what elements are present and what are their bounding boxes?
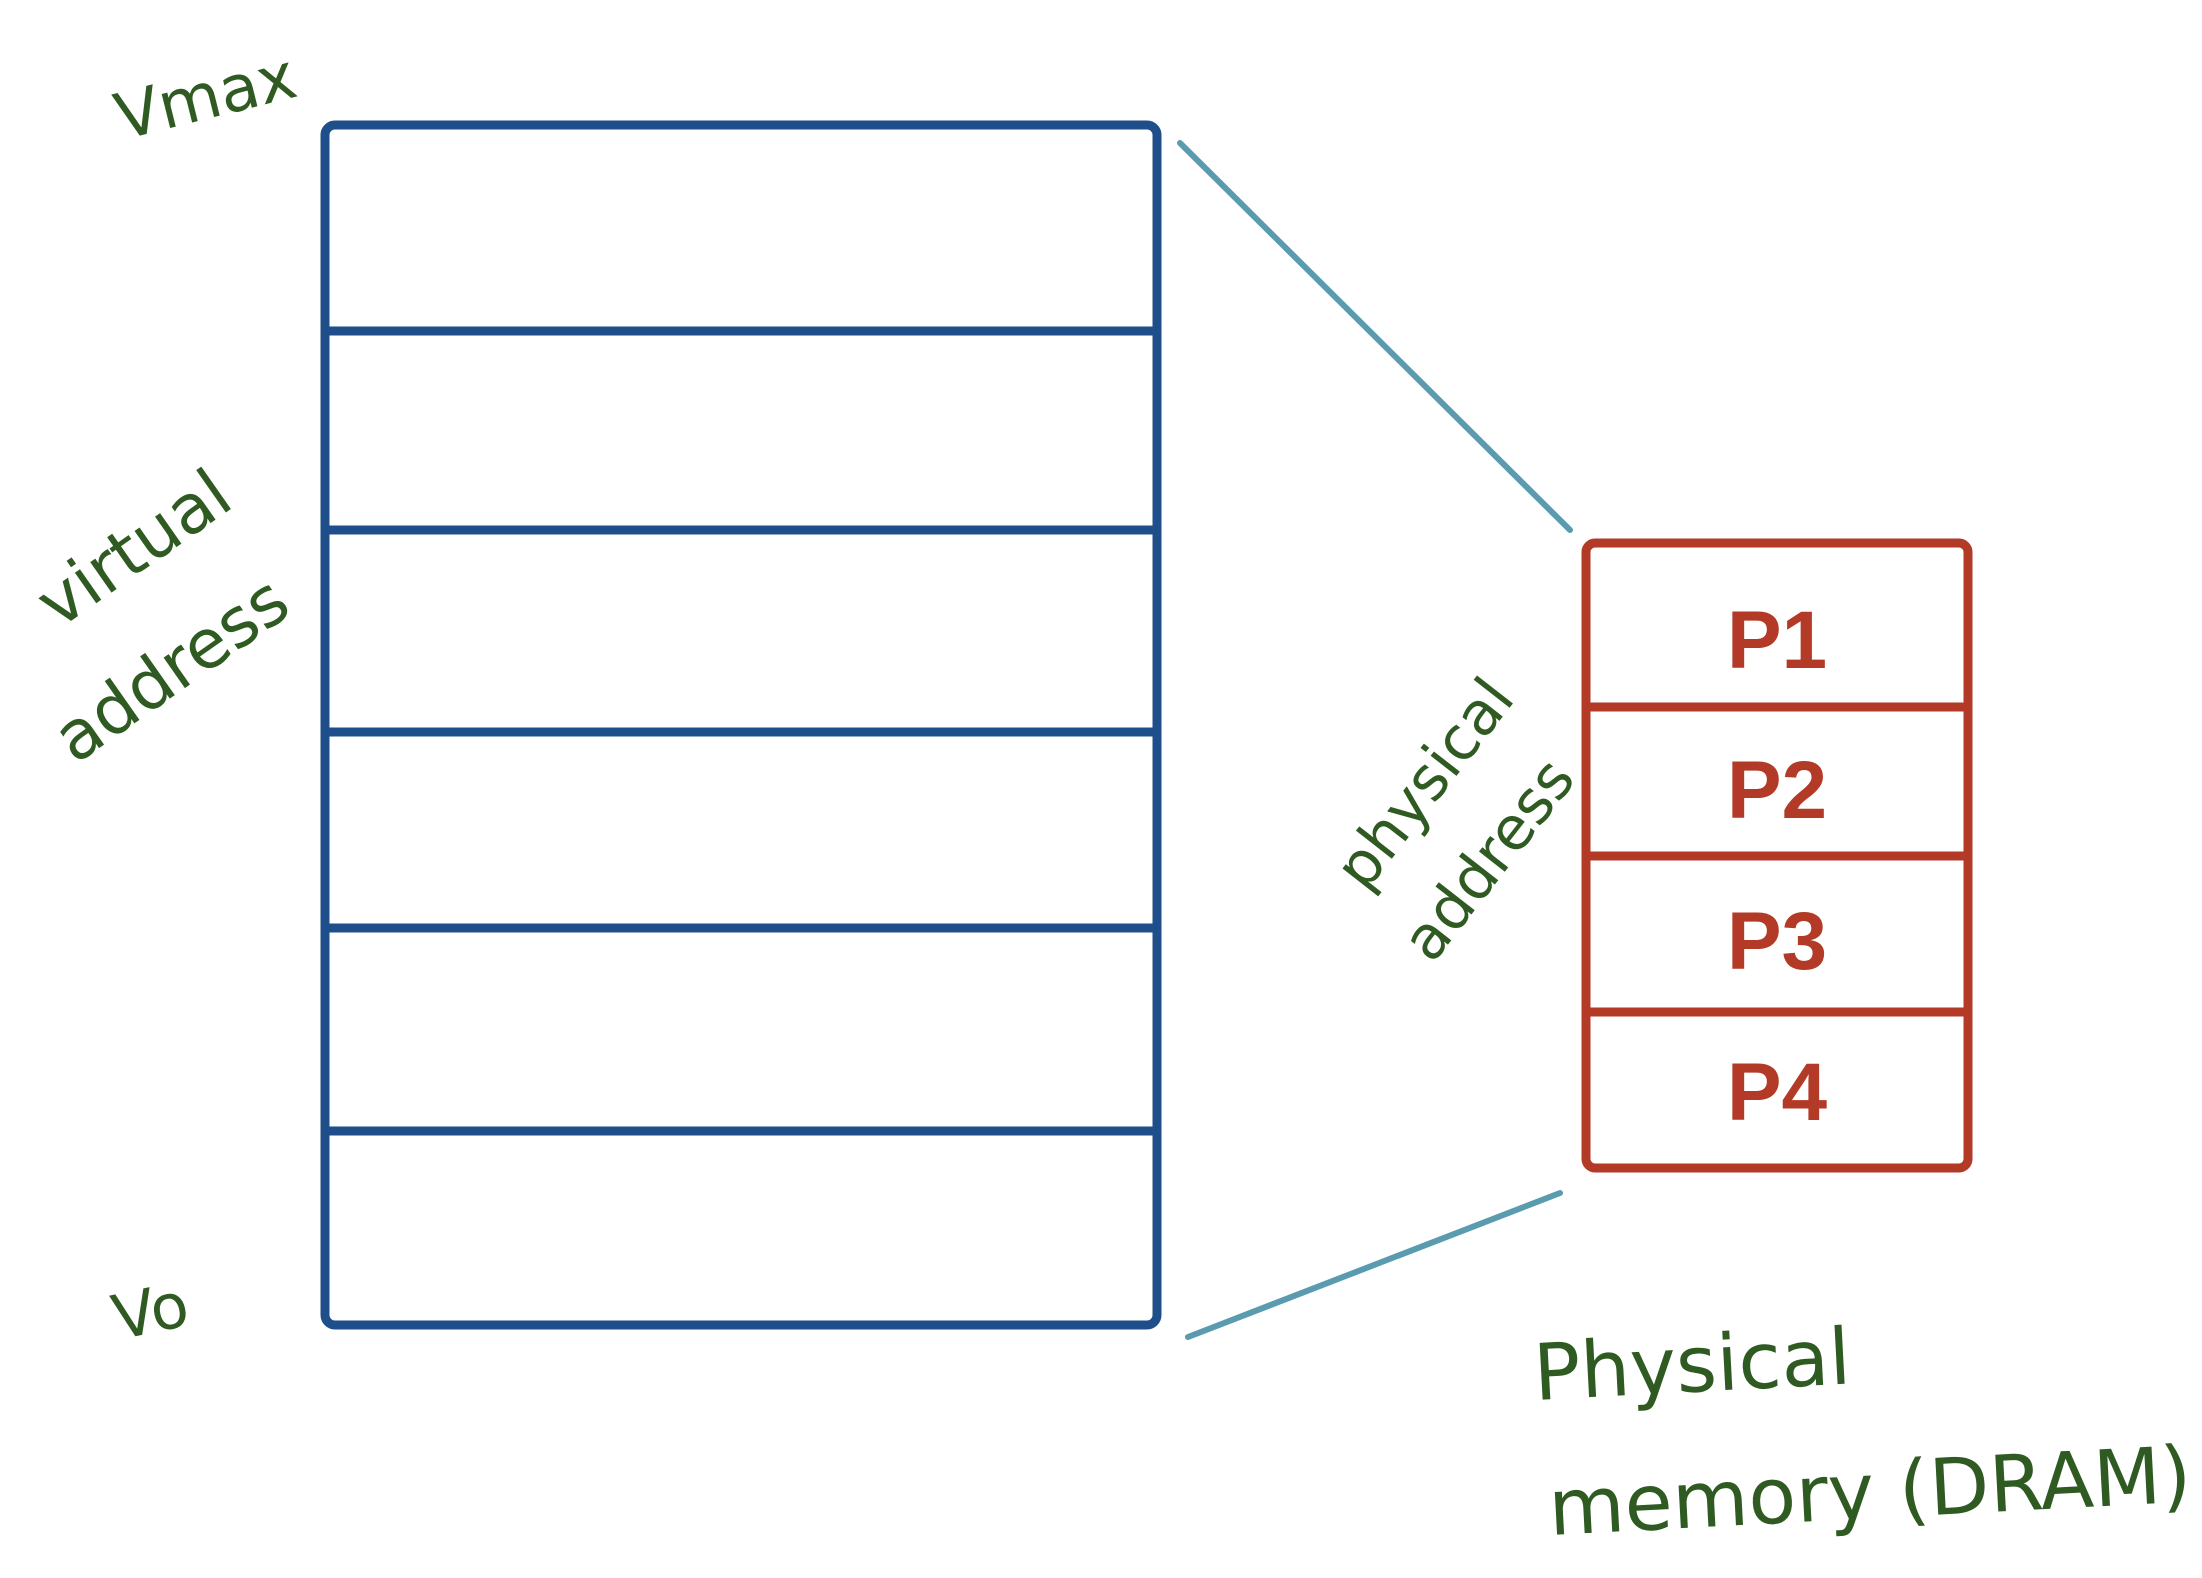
page-label-p1: P1 [1727, 595, 1827, 686]
label-physical-memory-line2: memory (DRAM) [1546, 1430, 2193, 1554]
page-label-p3: P3 [1727, 896, 1827, 987]
label-physical-memory-line1: Physical [1531, 1312, 1853, 1418]
label-vmax: Vmax [108, 39, 304, 155]
page-label-p4: P4 [1727, 1047, 1828, 1138]
virtual-memory-outline [320, 120, 1162, 1330]
label-v0: Vo [106, 1268, 195, 1355]
connector-bottom [1185, 1190, 1563, 1340]
connector-top [1177, 140, 1573, 533]
virtual-address-space [320, 120, 1162, 1330]
page-label-p2: P2 [1727, 745, 1827, 836]
physical-memory: P1 P2 P3 P4 [1581, 538, 1973, 1173]
